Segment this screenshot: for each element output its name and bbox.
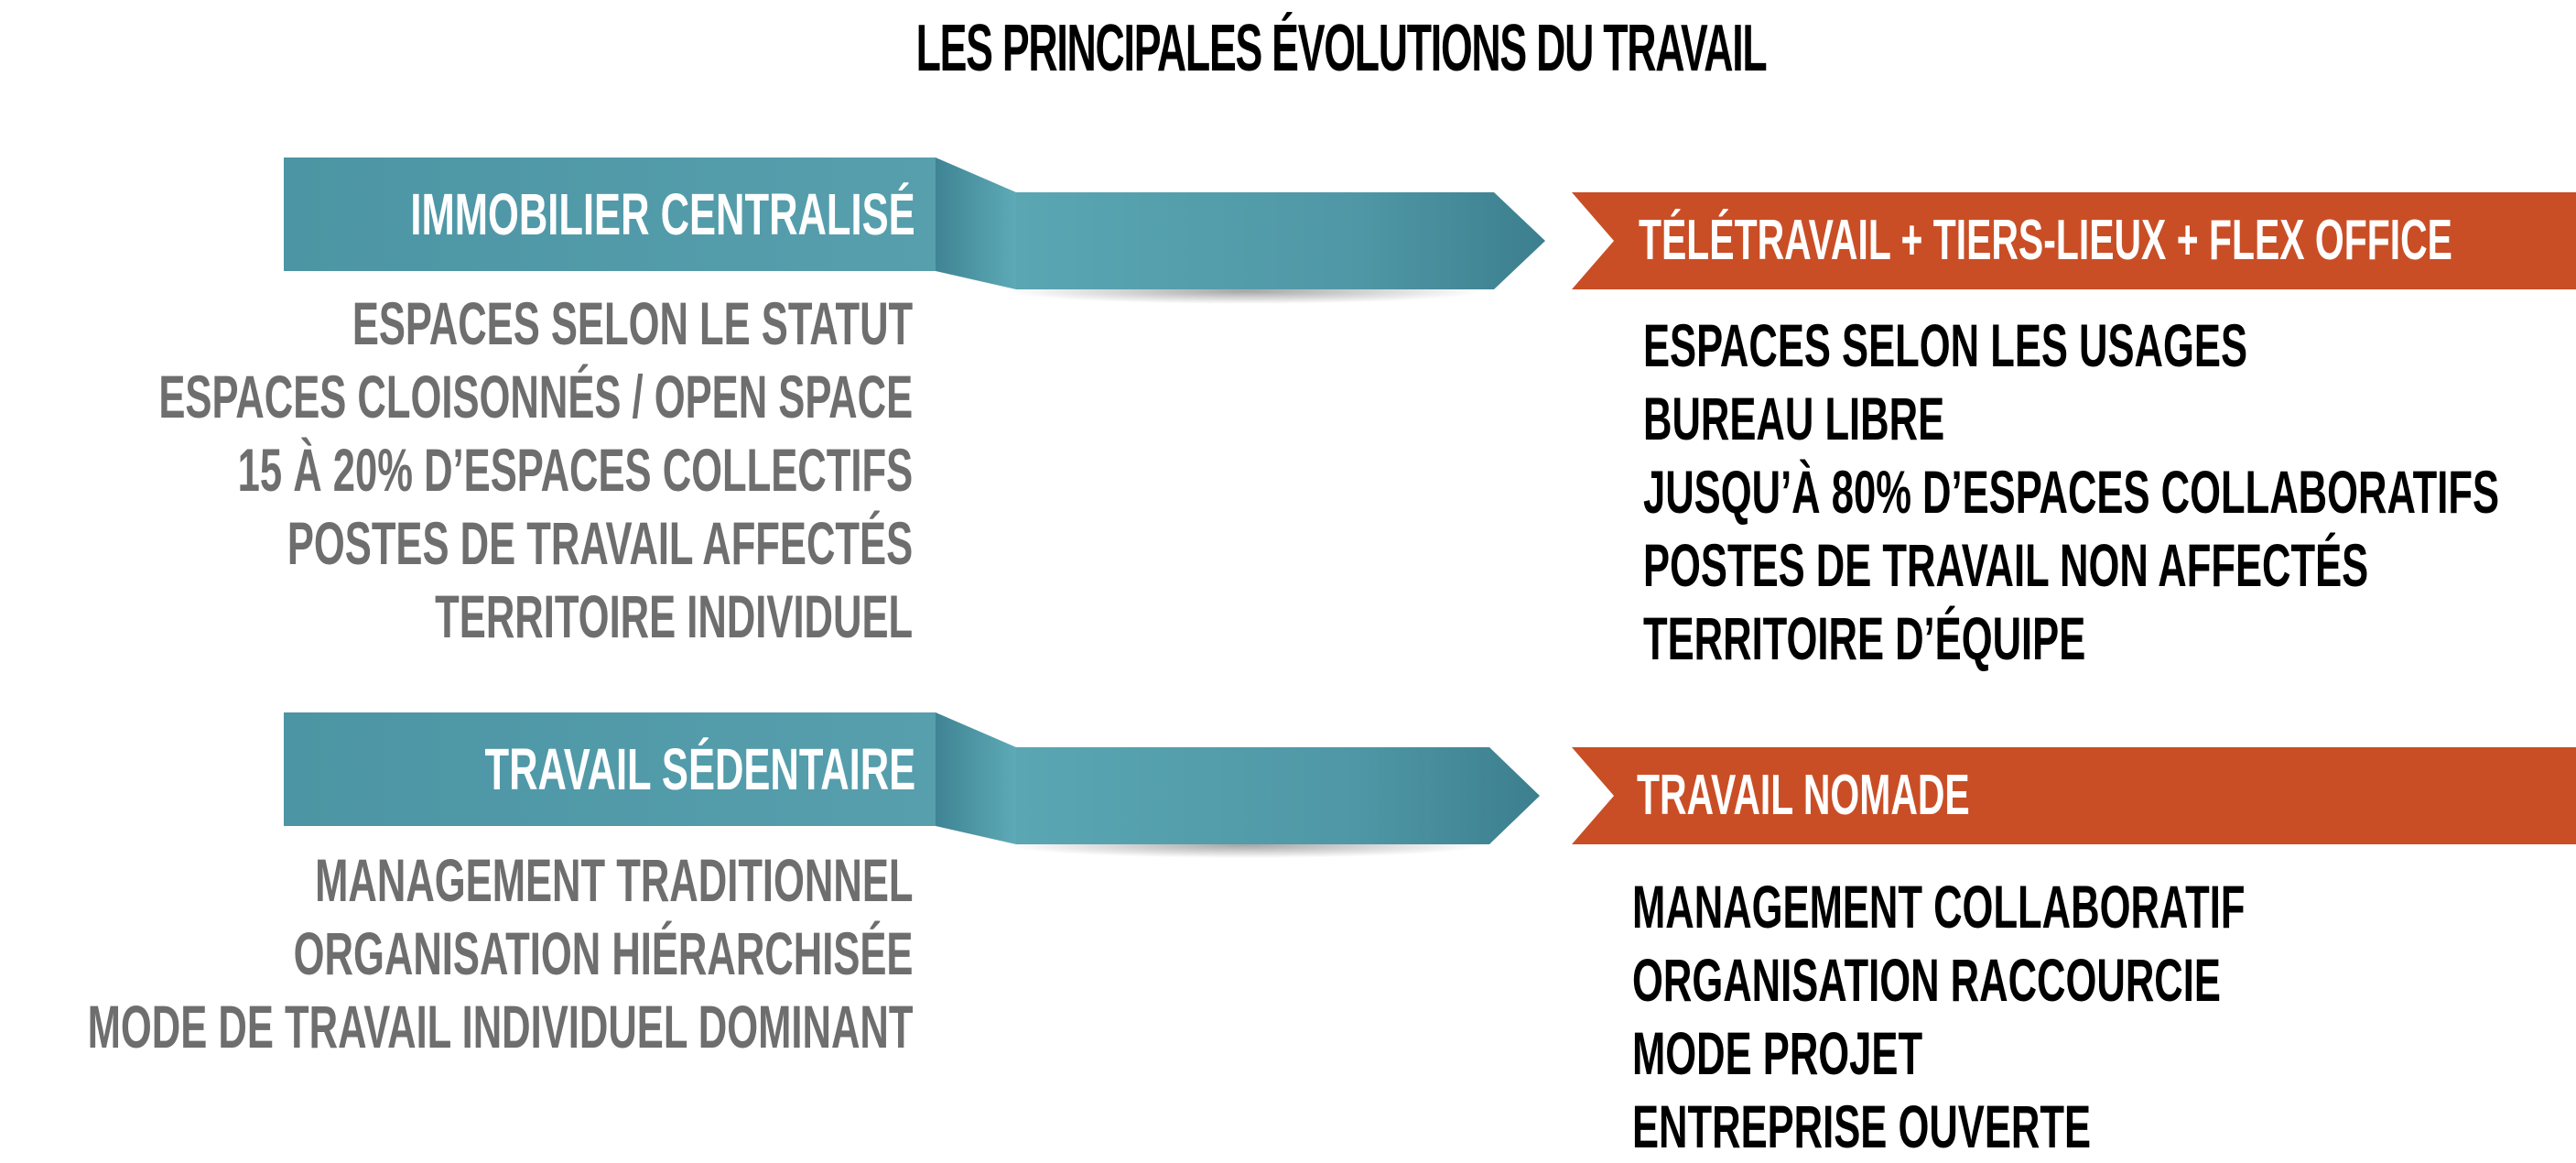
from-label-1: IMMOBILIER CENTRALISÉ — [410, 181, 915, 247]
to-item: JUSQU’À 80% D’ESPACES COLLABORATIFS — [1643, 458, 2500, 526]
to-item: MODE PROJET — [1632, 1019, 1923, 1087]
from-list-2: MANAGEMENT TRADITIONNEL ORGANISATION HIÉ… — [87, 843, 913, 1063]
orange-banner-2 — [1572, 747, 2576, 844]
to-label-2: TRAVAIL NOMADE — [1637, 764, 1970, 827]
page-title: LES PRINCIPALES ÉVOLUTIONS DU TRAVAIL — [915, 12, 1768, 85]
teal-arrow-1 — [284, 158, 1545, 304]
teal-arrow-2 — [284, 712, 1540, 858]
from-list-1: ESPACES SELON LE STATUT ESPACES CLOISONN… — [158, 287, 913, 653]
from-item: MANAGEMENT TRADITIONNEL — [314, 846, 913, 914]
from-item: ORGANISATION HIÉRARCHISÉE — [293, 919, 913, 987]
to-list-2: MANAGEMENT COLLABORATIF ORGANISATION RAC… — [1632, 870, 2245, 1163]
to-item: TERRITOIRE D’ÉQUIPE — [1643, 604, 2086, 672]
to-item: ESPACES SELON LES USAGES — [1643, 311, 2247, 379]
to-item: ENTREPRISE OUVERTE — [1632, 1092, 2092, 1160]
orange-banner-1 — [1572, 192, 2576, 289]
to-list-1: ESPACES SELON LES USAGES BUREAU LIBRE JU… — [1643, 309, 2499, 675]
from-item: POSTES DE TRAVAIL AFFECTÉS — [287, 509, 913, 577]
to-item: BUREAU LIBRE — [1643, 385, 1945, 452]
to-item: POSTES DE TRAVAIL NON AFFECTÉS — [1643, 531, 2369, 599]
to-item: ORGANISATION RACCOURCIE — [1632, 946, 2221, 1014]
to-label-1: TÉLÉTRAVAIL + TIERS-LIEUX + FLEX OFFICE — [1639, 209, 2452, 272]
from-item: ESPACES CLOISONNÉS / OPEN SPACE — [158, 363, 913, 430]
from-item: TERRITOIRE INDIVIDUEL — [435, 582, 914, 650]
from-item: ESPACES SELON LE STATUT — [352, 289, 913, 357]
from-label-2: TRAVAIL SÉDENTAIRE — [484, 736, 915, 802]
from-item: 15 À 20% D’ESPACES COLLECTIFS — [237, 436, 913, 504]
to-item: MANAGEMENT COLLABORATIF — [1632, 873, 2246, 940]
from-item: MODE DE TRAVAIL INDIVIDUEL DOMINANT — [87, 993, 913, 1060]
